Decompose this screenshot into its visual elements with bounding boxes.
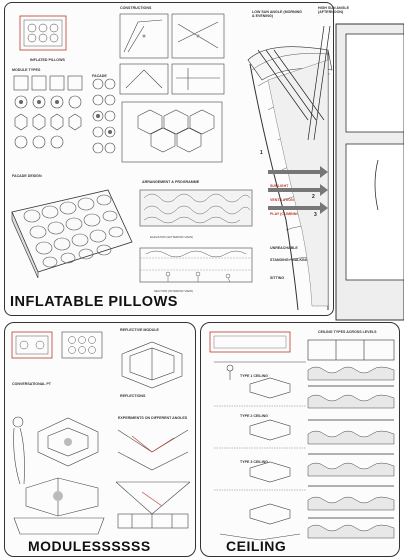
svg-text:1: 1 <box>260 150 263 156</box>
ceiling-level-sections <box>307 339 395 539</box>
high-sun-label: HIGH SUN ANGLE (AFTERNOON) <box>318 6 350 14</box>
type3-label: TYPE 3 CEILING <box>240 460 268 464</box>
conversational-label: CONVERSATIONAL PT <box>12 382 52 386</box>
experiments-drawings <box>115 429 191 529</box>
sunlight-label: SUNLIGHT <box>270 184 289 188</box>
facade-section-drawing: 1 2 3 <box>247 23 404 321</box>
standing-label: STANDING / WALKING <box>270 258 309 262</box>
elevation-label: ELEVATION (EXTERIOR VIEW) <box>150 235 194 239</box>
sitting-label: SITTING <box>270 276 285 280</box>
reflective-module-drawing <box>121 341 183 389</box>
module-types-grid <box>13 75 116 154</box>
ceiling-types-label: CEILING TYPES ACROSS LEVELS <box>318 330 377 334</box>
type2-label: TYPE 2 CEILING <box>240 414 268 418</box>
ventilation-label: VENTILATION <box>270 198 294 202</box>
facade-design-drawing <box>11 189 133 279</box>
ceiling-type-diagrams <box>214 361 306 541</box>
unreachable-label: UNREACHABLE <box>270 246 298 250</box>
experiments-label: EXPERIMENTS ON DIFFERENT ANGLES <box>118 416 188 420</box>
inflatable-pillows-title: INFLATABLE PILLOWS <box>10 294 178 310</box>
ceiling-plan <box>209 331 291 353</box>
modules-title: MODULESSSSSS <box>28 538 151 554</box>
module-plans <box>11 331 103 359</box>
arrangement-section <box>139 247 253 283</box>
constructions-diagrams <box>119 13 225 163</box>
svg-text:3: 3 <box>314 212 317 218</box>
section-label: SECTION (INTERIOR VIEW) <box>154 289 193 293</box>
low-sun-label: LOW SUN ANGLE (MORNING & EVENING) <box>252 10 302 18</box>
arrangement-elevation <box>139 189 253 227</box>
facade-label: FACADE <box>92 74 107 78</box>
play-label: PLAY (CLIMBING) <box>270 212 301 216</box>
inflated-pillows-label: INFLATED PILLOWS <box>30 58 65 62</box>
reflections-label: REFLECTIONS <box>120 394 146 398</box>
constructions-label: CONSTRUCTIONS <box>120 6 152 10</box>
ceiling-title: CEILING <box>226 538 287 554</box>
svg-text:2: 2 <box>312 194 315 200</box>
conversational-drawing <box>12 416 105 535</box>
facade-design-label: FACADE DESIGN <box>12 174 42 178</box>
reflective-label: REFLECTIVE MODULE <box>120 328 159 332</box>
type1-label: TYPE 1 CEILING <box>240 374 268 378</box>
module-types-label: MODULE TYPES <box>12 68 41 72</box>
arrangement-label: ARRANGEMENT & PROGRAMME <box>142 180 200 184</box>
inflated-pillows-plan <box>19 15 67 51</box>
